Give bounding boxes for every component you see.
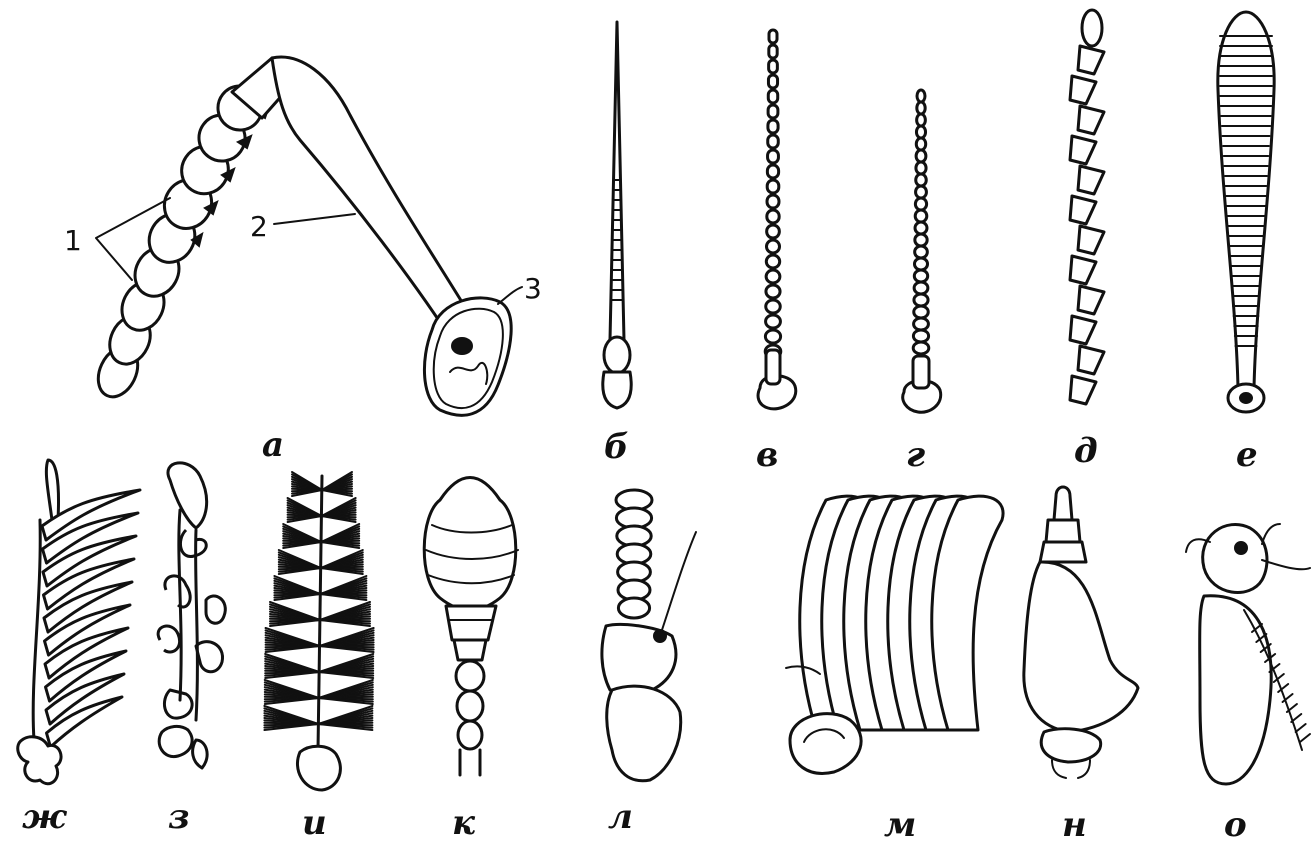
callout-3: 3 [524, 272, 542, 305]
panel-v-filiform-antenna [758, 30, 796, 409]
panel-label-b: б [604, 430, 629, 464]
panel-l-aristate-antenna [602, 490, 696, 781]
leader-line-2 [274, 214, 355, 224]
panel-label-e: е [1236, 438, 1258, 472]
panel-d-serrate-antenna [1070, 10, 1104, 404]
panel-label-m: м [884, 808, 916, 842]
panel-zh-pectinate-antenna [18, 460, 140, 784]
panel-i-plumose-antenna [264, 472, 373, 790]
panel-label-v: в [756, 438, 778, 472]
scape [272, 57, 474, 346]
panel-label-g: г [906, 438, 925, 472]
panel-a-antenna-structure [91, 57, 522, 415]
panel-n-irregular-antenna [1024, 487, 1138, 778]
leader-line-3 [498, 287, 522, 304]
panel-label-k: к [452, 806, 475, 840]
panel-m-lamellate-antenna [786, 496, 1003, 773]
panel-k-capitate-antenna [424, 478, 518, 776]
panel-o-setiferous-antenna [1186, 524, 1310, 784]
panel-label-z: з [168, 800, 190, 834]
panel-b-setaceous-antenna [603, 22, 631, 408]
callout-1: 1 [64, 224, 82, 257]
panel-label-i: и [302, 806, 327, 840]
callout-2: 2 [250, 210, 268, 243]
panel-label-l: л [608, 800, 633, 834]
panel-label-zh: ж [22, 800, 66, 834]
panel-z-irregular-antenna [158, 463, 225, 768]
panel-label-a: а [262, 428, 284, 462]
panel-g-moniliform-antenna [903, 90, 941, 412]
antennal-socket [424, 298, 511, 415]
panel-label-n: н [1062, 808, 1087, 842]
flagellum [91, 77, 271, 403]
panel-label-d: д [1074, 434, 1098, 468]
panel-label-o: о [1224, 808, 1247, 842]
panel-e-clavate-antenna [1218, 12, 1274, 412]
